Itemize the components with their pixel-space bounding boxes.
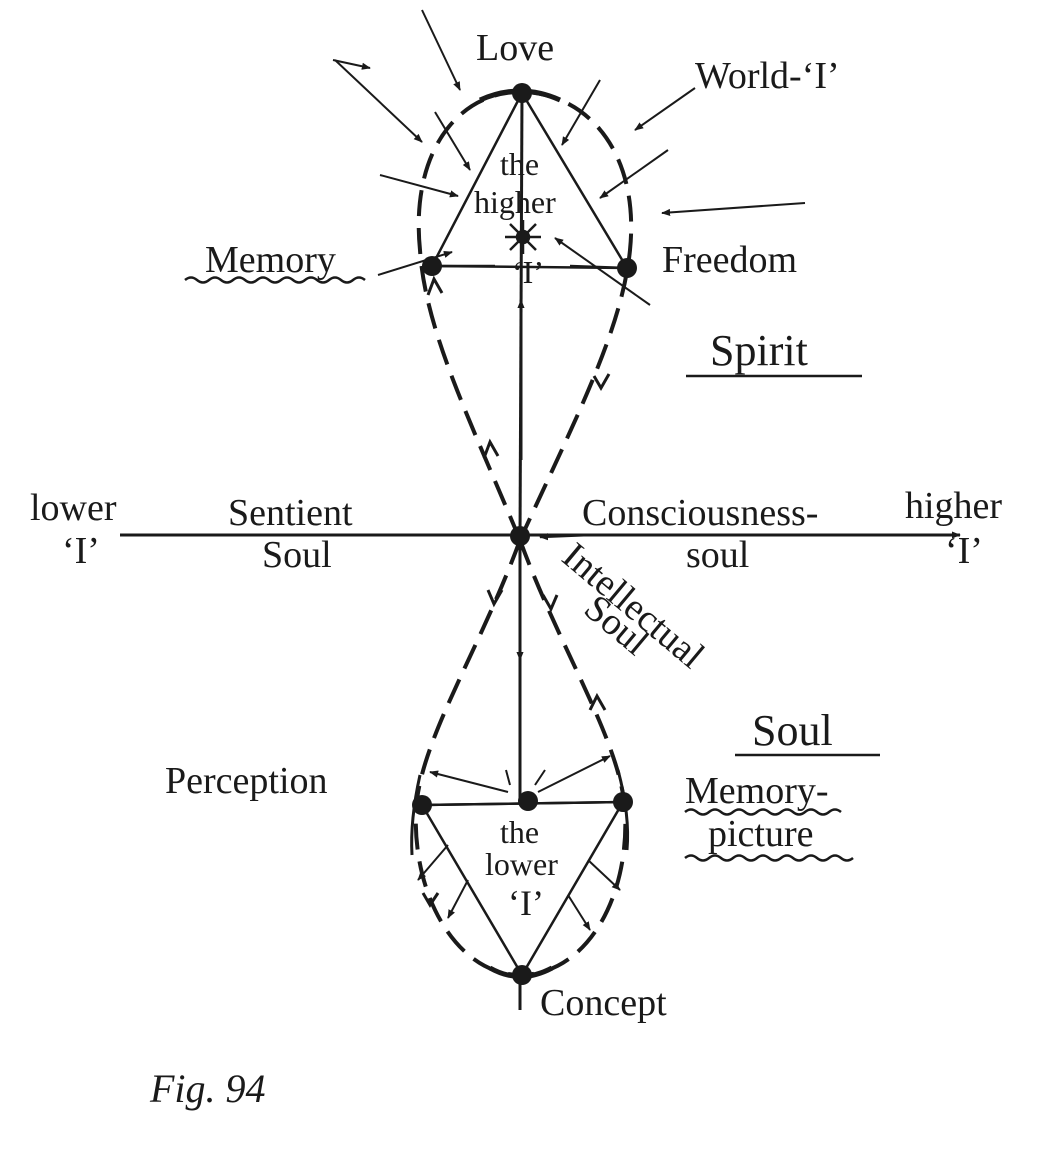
label-sentient-soul: Soul [262,534,332,576]
label-the: the [500,146,539,182]
memory-picture-underline-1 [684,808,842,816]
upper-triangle [429,90,630,270]
label-consciousness-soul: soul [686,534,749,576]
label-love: Love [476,27,554,69]
label-the-lower-1: the [500,814,539,850]
label-lower-i-mark: ‘I’ [62,530,100,572]
label-higher: higher [474,184,556,220]
lower-right-arc [616,769,630,851]
node-freedom [617,258,637,278]
label-concept: Concept [540,982,667,1024]
nodes [412,83,637,985]
lower-i-arrows [417,755,621,931]
label-the-lower-2: lower [485,846,558,882]
underlines [184,276,880,862]
memory-wavy-underline [184,276,366,284]
world-i-arrows [332,9,806,306]
label-spirit: Spirit [710,326,808,375]
lower-left-arc [410,774,422,856]
node-concept [512,965,532,985]
label-sentient: Sentient [228,492,353,534]
label-freedom: Freedom [662,239,797,281]
node-lower-i [518,791,538,811]
label-memory: Memory [205,239,336,281]
label-lower-i: ‘I’ [508,883,544,923]
memory-picture-underline-2 [684,854,854,862]
label-memory-picture-1: Memory- [685,770,829,812]
lower-loop-arrows [421,589,607,908]
label-higher-i-mark: ‘I’ [945,530,983,572]
node-center [510,526,530,546]
label-perception: Perception [165,760,328,802]
figure-caption: Fig. 94 [149,1066,266,1111]
label-world-i: World-‘I’ [695,55,840,97]
label-consciousness: Consciousness- [582,492,818,534]
upper-loop-arrows [426,275,611,459]
higher-i-star [505,220,541,254]
node-love [512,83,532,103]
label-memory-picture-2: picture [708,813,814,855]
node-memory-picture [613,792,633,812]
label-soul: Soul [752,706,833,755]
label-higher-i: ‘I’ [512,254,544,290]
label-higher-word: higher [905,485,1002,527]
label-lower-word: lower [30,487,117,529]
horizontal-axis-arrow-left [539,533,591,541]
node-perception [412,795,432,815]
node-memory [422,256,442,276]
